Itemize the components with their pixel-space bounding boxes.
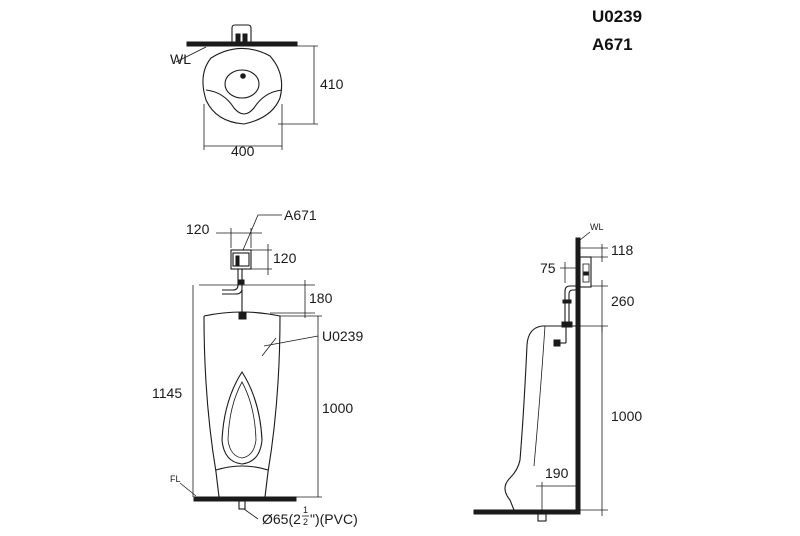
side-bowl-height-dimension: 1000 [611, 408, 642, 424]
fl-leader-line [179, 482, 197, 497]
drain-pipe-side [537, 513, 547, 522]
sensor-box-front [230, 249, 252, 270]
floor-slab-side [473, 509, 581, 515]
urinal-base-line [215, 465, 269, 471]
sensor-valve-left [235, 33, 241, 43]
sensor-box-inner [232, 252, 250, 267]
bowl-outline-top [202, 47, 283, 125]
wall-line-label: WL [170, 51, 191, 67]
side-view: WL 118 75 260 1000 [473, 222, 642, 522]
floor-line-label: FL [170, 474, 181, 484]
pipe-fitting [237, 279, 245, 285]
sensor-box-top [231, 24, 252, 42]
supply-pipe-outer [222, 269, 243, 295]
sensor-height-dimension: 120 [273, 250, 297, 266]
front-view: A671 120 120 180 U0239 1145 [152, 207, 363, 527]
urinal-model-label: U0239 [322, 328, 363, 344]
drain-offset-dimension: 190 [545, 465, 569, 481]
sensor-model-label: A671 [284, 207, 317, 223]
sensor-gap-dimension: 180 [309, 290, 333, 306]
side-supply-pipe [564, 285, 580, 322]
flush-connector [238, 312, 247, 320]
drain-leader-line [243, 508, 259, 520]
sensor-width-dimension: 120 [186, 221, 210, 237]
urinal-left-side [203, 315, 220, 498]
drain-pipe-front [238, 500, 246, 510]
width-dimension: 400 [231, 143, 255, 159]
sensor-box-side [579, 256, 592, 288]
wl-leader-line [175, 46, 207, 63]
bowl-teardrop-inner [227, 381, 257, 459]
urinal-side-inner [533, 325, 546, 467]
sensor-depth-dimension: 118 [611, 242, 634, 258]
u0239-leader-line [263, 335, 319, 347]
side-pipe-fitting [562, 299, 572, 304]
urinal-side-profile [504, 325, 576, 511]
model-code-sensor: A671 [592, 35, 633, 54]
top-view: WL 410 400 [170, 24, 344, 159]
model-code-urinal: U0239 [592, 7, 642, 26]
side-wall-line-label: WL [590, 222, 604, 232]
a671-leader-line [242, 214, 282, 251]
side-flush-connector [561, 321, 573, 328]
total-height-dimension: 1145 [152, 385, 182, 401]
urinal-reflection [261, 337, 277, 357]
drain-spec-prefix: Ø65(2 [262, 511, 301, 527]
pipe-offset-dimension: 75 [540, 260, 556, 276]
supply-pipe [222, 269, 239, 291]
drain-circle [224, 69, 260, 99]
bowl-height-dimension: 1000 [322, 400, 353, 416]
drain-fraction-denominator: 2 [303, 517, 308, 527]
sensor-valve-right [242, 33, 248, 43]
sensor-valve-front [235, 255, 240, 266]
depth-dimension: 410 [320, 76, 344, 92]
wall-section [575, 237, 581, 515]
side-wl-leader [579, 231, 591, 241]
urinal-right-side [264, 315, 281, 498]
spray-nozzle-icon [240, 73, 246, 79]
sensor-box-side-inner [582, 263, 590, 283]
drain-spec-suffix: ")(PVC) [310, 511, 358, 527]
pipe-drop-dimension: 260 [611, 293, 635, 309]
side-spray-head [553, 339, 561, 347]
wall-plate [186, 41, 298, 47]
bowl-inner-rim [205, 89, 283, 115]
drain-fraction-numerator: 1 [303, 505, 308, 515]
sensor-side-detail [583, 271, 589, 276]
bowl-teardrop-outer [221, 370, 263, 465]
floor-slab-front [193, 496, 297, 502]
urinal-top-rim [203, 311, 281, 317]
side-supply-pipe-outer [568, 289, 580, 322]
